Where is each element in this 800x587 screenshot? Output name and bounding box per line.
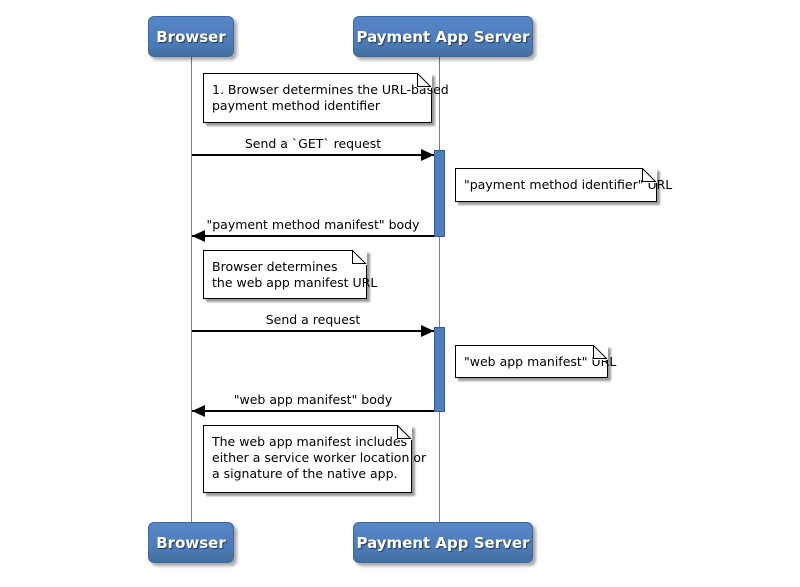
note-fold-icon (417, 72, 432, 88)
lifeline-payment-app-server (439, 57, 440, 522)
note-payment-method-identifier-url: "payment method identifier" URL (455, 167, 672, 202)
note-browser-determines-web-app-manifest-url: Browser determines the web app manifest … (203, 249, 378, 299)
note-web-app-manifest-url: "web app manifest" URL (455, 344, 616, 378)
note-text-line: the web app manifest URL (212, 275, 378, 290)
actor-payment-app-server-bottom: Payment App Server (353, 522, 533, 563)
message-line-payment-method-manifest-body (192, 235, 434, 237)
arrowhead-left-icon (192, 405, 205, 417)
lifeline-browser (191, 57, 192, 522)
message-label-send-request: Send a request (265, 312, 361, 327)
message-line-get-request (192, 154, 434, 156)
message-label-web-app-manifest-body: "web app manifest" body (233, 392, 393, 407)
note-web-app-manifest-contents: The web app manifest includes either a s… (203, 424, 427, 493)
actor-browser-top: Browser (148, 16, 234, 57)
arrowhead-right-icon (421, 149, 434, 161)
note-fold-icon (397, 424, 412, 440)
note-text-line: payment method identifier (212, 98, 380, 113)
note-step1-url-based-identifier: 1. Browser determines the URL-based paym… (203, 72, 449, 123)
activation-bar-1 (434, 150, 445, 237)
arrowhead-right-icon (421, 325, 434, 337)
note-text-line: "web app manifest" URL (464, 353, 617, 369)
actor-browser-bottom: Browser (148, 522, 234, 563)
activation-bar-2 (434, 327, 445, 412)
note-fold-icon (642, 167, 657, 183)
note-fold-icon (593, 344, 608, 360)
note-text-line: 1. Browser determines the URL-based (212, 82, 449, 97)
note-text-line: Browser determines (212, 259, 338, 274)
note-text-line: either a service worker location or (212, 450, 427, 465)
arrowhead-left-icon (192, 230, 205, 242)
message-label-get-request: Send a `GET` request (244, 136, 382, 151)
message-line-web-app-manifest-body (192, 410, 434, 412)
note-fold-icon (352, 249, 367, 265)
note-text-line: "payment method identifier" URL (464, 177, 673, 192)
message-line-send-request (192, 330, 434, 332)
note-text-line: a signature of the native app. (212, 466, 398, 481)
message-label-payment-method-manifest-body: "payment method manifest" body (206, 217, 420, 232)
note-text-line: The web app manifest includes (212, 434, 408, 449)
actor-payment-app-server-top: Payment App Server (353, 16, 533, 57)
